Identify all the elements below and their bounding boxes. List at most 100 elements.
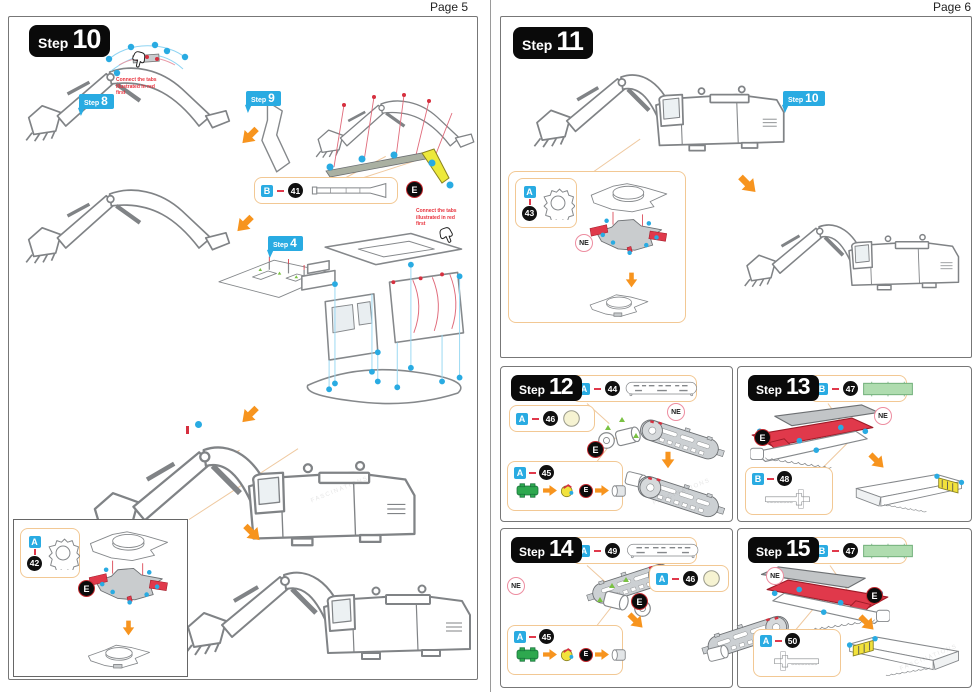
callout-dash <box>672 577 679 580</box>
excavator-illustration <box>516 42 796 177</box>
e-marker: E <box>866 587 883 604</box>
callout-dash <box>775 639 782 642</box>
plate-letter-badge: A <box>656 572 668 585</box>
part-callout-b48: B 48 <box>745 467 833 515</box>
part-callout-b41: B 41 <box>254 177 398 204</box>
part-callout-b47: B 47 <box>809 375 907 402</box>
e-marker: E <box>631 593 648 610</box>
part-callout-b47: B 47 <box>809 537 907 564</box>
ne-marker: NE <box>575 234 593 252</box>
part-number-badge: 45 <box>539 629 554 644</box>
e-marker: E <box>579 483 593 498</box>
connect-tabs-note: Connect the tabs illustrated in red firs… <box>116 77 157 96</box>
track-side-48-drawing <box>752 488 824 510</box>
part-number-badge: 43 <box>522 205 537 221</box>
e-marker: E <box>754 429 771 446</box>
part-number-badge: 47 <box>843 543 858 558</box>
cross-platform-exploded-illustration <box>577 176 681 272</box>
plate-letter-badge: A <box>514 466 526 479</box>
part-number-badge: 46 <box>683 571 698 586</box>
callout-dash <box>594 549 601 552</box>
cross-platform-exploded-illustration <box>76 524 182 622</box>
callout-dash <box>767 477 774 480</box>
down-arrow-icon <box>625 272 638 288</box>
right-arrow-icon <box>543 485 558 497</box>
plate-letter-badge: B <box>261 184 273 197</box>
part-number-badge: 45 <box>539 465 554 480</box>
ne-marker: NE <box>667 403 685 421</box>
part-number-badge: 46 <box>543 411 558 426</box>
part-number-badge: 42 <box>27 555 42 571</box>
ne-marker: NE <box>507 577 525 595</box>
plate-letter-badge: A <box>516 412 528 425</box>
excavator-illustration <box>729 197 969 312</box>
track-side-50-drawing <box>760 650 832 672</box>
part-callout-a44: A 44 <box>571 375 697 402</box>
part-number-badge: 44 <box>605 381 620 396</box>
e-assembly-piece-illustration <box>559 646 576 663</box>
part-44-drawing <box>624 379 700 398</box>
track-tread-assembled-illustration <box>851 469 965 515</box>
connect-tabs-note: Connect the tabs illustrated in red firs… <box>416 208 457 227</box>
page-divider <box>490 0 491 692</box>
part-number-badge: 49 <box>605 543 620 558</box>
e-marker: E <box>78 580 95 597</box>
excavator-arm-illustration <box>14 157 239 275</box>
right-arrow-icon <box>543 649 558 661</box>
track-frame-assembled-illustration <box>627 465 733 533</box>
callout-dash <box>594 387 601 390</box>
part-callout-a50: A 50 <box>753 629 841 677</box>
plate-letter-badge: B <box>816 544 828 557</box>
page6-label: Page 6 <box>933 0 972 14</box>
part-callout-a49: A 49 <box>571 537 697 564</box>
link-part-illustration <box>249 95 309 185</box>
cross-frame-part-drawing <box>46 536 80 570</box>
part-callout-a43: A 43 <box>515 178 577 228</box>
right-arrow-icon <box>595 649 610 661</box>
ne-marker: NE <box>874 407 892 425</box>
right-arrow-icon <box>595 485 610 497</box>
callout-dash <box>529 635 536 638</box>
part-number-badge: 50 <box>785 633 800 648</box>
cylinder-part-illustration <box>611 484 629 498</box>
excavator-illustration <box>164 537 484 687</box>
step-number: 10 <box>72 24 101 54</box>
tab-dot <box>195 421 202 428</box>
down-arrow-icon <box>661 451 675 469</box>
cross-platform-assembled-illustration <box>569 288 669 322</box>
plate-letter-badge: A <box>28 535 41 548</box>
track-tread-assembled-illustration <box>846 631 964 679</box>
e-assembly-piece-illustration <box>559 482 576 499</box>
callout-dash <box>33 548 36 555</box>
part-callout-a45: A 45 E <box>507 461 623 511</box>
callout-dash <box>529 471 536 474</box>
plate-letter-badge: B <box>816 382 828 395</box>
red-tab-mark <box>186 426 189 434</box>
cross-platform-assembled-illustration <box>69 638 169 674</box>
cross-frame-part-drawing <box>541 186 575 220</box>
part-number-badge: 48 <box>777 471 792 486</box>
callout-dash <box>277 189 284 192</box>
part-callout-a42: A 42 <box>20 528 80 578</box>
plate-letter-badge: B <box>752 472 764 485</box>
green-plate-47-drawing <box>862 542 914 560</box>
callout-dash <box>528 198 531 205</box>
down-arrow-icon <box>122 620 135 636</box>
callout-dash <box>832 549 839 552</box>
part-callout-a46: A 46 <box>649 565 729 592</box>
callout-dash <box>832 387 839 390</box>
